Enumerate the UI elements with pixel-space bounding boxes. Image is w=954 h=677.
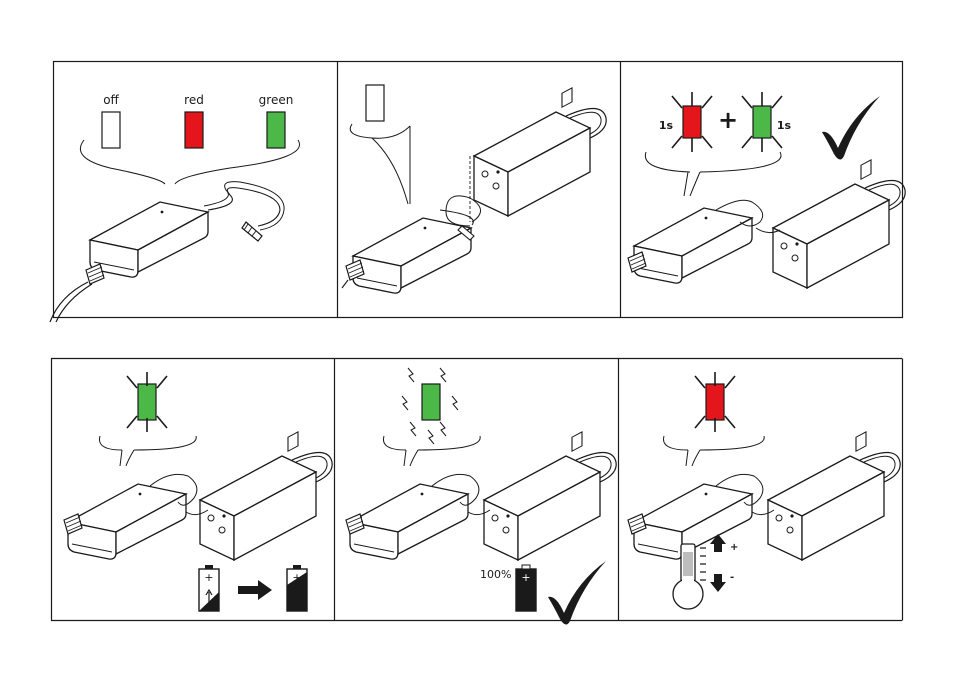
plus-sign: + [718, 106, 738, 134]
panel-led-states: off red green [50, 93, 300, 322]
battery-level: 100% [480, 568, 511, 581]
led-red-steady [706, 384, 724, 420]
battery-pack-3 [773, 160, 905, 288]
charger-adapter-4 [68, 484, 186, 559]
svg-text:+: + [204, 571, 213, 584]
label-red: red [184, 93, 204, 107]
panel-self-test: 1s + 1s [628, 92, 905, 288]
dc-plug-icon [242, 222, 262, 241]
mains-plug-icon [86, 264, 104, 284]
battery-pack [474, 88, 606, 216]
label-green: green [259, 93, 294, 107]
arrow-right-icon [238, 580, 272, 600]
led-green-blink [422, 384, 440, 420]
label-off: off [103, 93, 119, 107]
panel-charging: + + [64, 372, 332, 611]
battery-empty-icon: + [199, 565, 219, 611]
battery-charging-icon: + [287, 565, 307, 611]
green-duration: 1s [777, 119, 792, 132]
charger-adapter-3 [634, 208, 752, 283]
charger-adapter [90, 202, 208, 277]
battery-pack-4 [200, 432, 332, 560]
checkmark-icon-2 [548, 561, 606, 625]
panel-connect-pack [342, 85, 606, 293]
arrow-down-icon [710, 574, 726, 592]
svg-text:+: + [292, 571, 301, 584]
svg-text:+: + [521, 571, 530, 584]
battery-pack-6 [768, 432, 900, 560]
led-off-swatch-2 [366, 85, 384, 121]
red-duration: 1s [659, 119, 674, 132]
led-green-flash [753, 106, 771, 138]
charger-adapter-2 [353, 218, 471, 293]
panel-fully-charged: 100% + [346, 368, 616, 625]
led-red-swatch [185, 112, 203, 148]
bottom-row-frame [51, 359, 903, 621]
led-green-steady [138, 384, 156, 420]
charger-adapter-5 [350, 484, 468, 559]
panel-temperature-fault: + - [628, 372, 900, 609]
checkmark-icon [822, 96, 880, 160]
led-off-swatch [102, 112, 120, 148]
temp-down-label: - [730, 572, 734, 583]
led-red-flash [683, 106, 701, 138]
temp-up-label: + [730, 542, 738, 553]
battery-full-icon: + [516, 565, 536, 611]
led-green-swatch [267, 112, 285, 148]
battery-pack-5 [484, 432, 616, 560]
